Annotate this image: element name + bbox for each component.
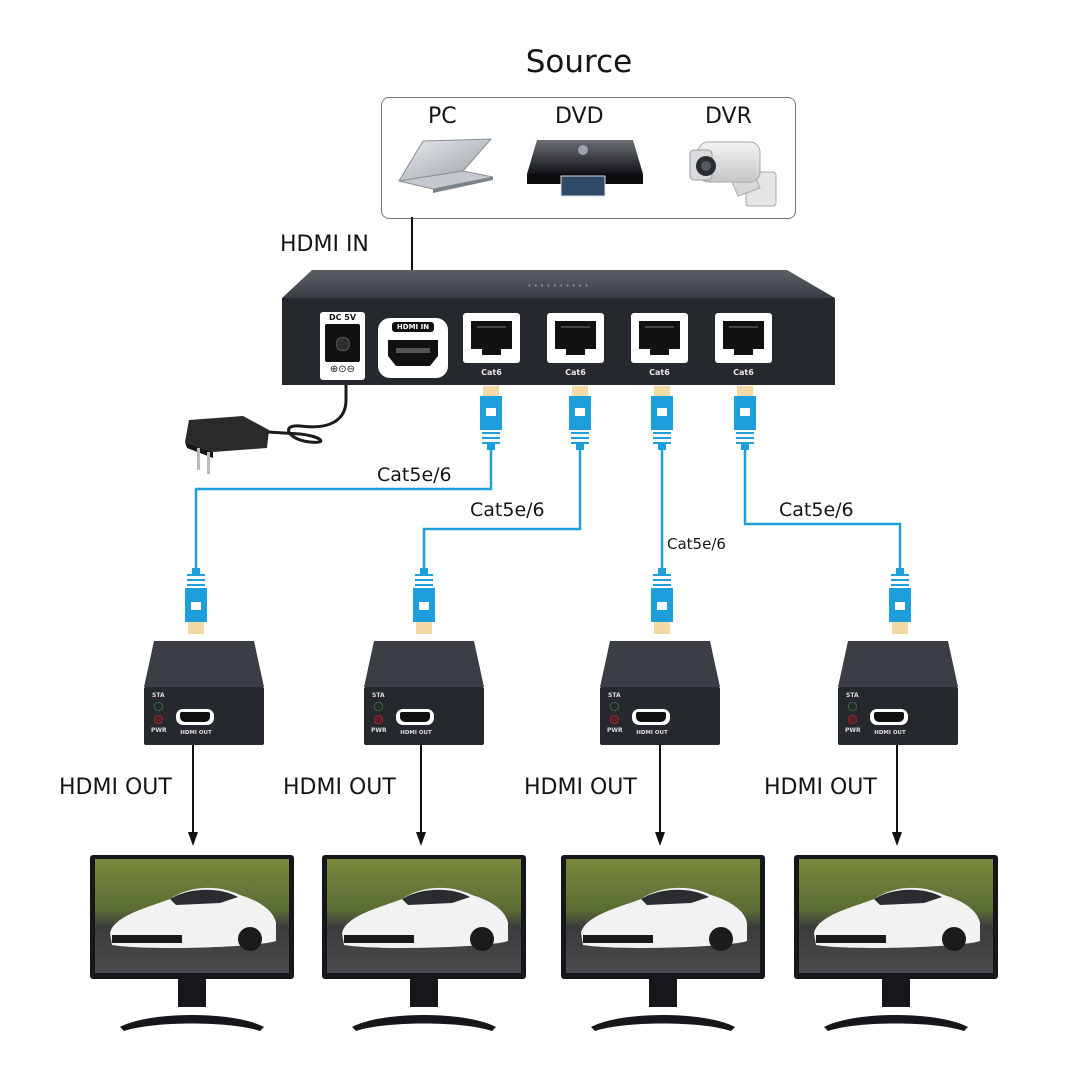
source-label-dvr: DVR [705, 104, 752, 129]
pwr-label: PWR [371, 727, 387, 734]
hdmi-out-port-label: HDMI OUT [180, 730, 212, 736]
receiver-2: STA PWR HDMI OUT [364, 641, 484, 745]
cable-label-3: Cat5e/6 [667, 535, 726, 553]
cat6-port-4[interactable] [715, 313, 772, 363]
polarity-symbol: ⊕⊙⊖ [329, 364, 356, 375]
monitor-1 [90, 855, 294, 1045]
monitor-3 [561, 855, 765, 1045]
cable-label-4: Cat5e/6 [779, 499, 854, 521]
pwr-label: PWR [151, 727, 167, 734]
hdmi-in-port[interactable]: HDMI IN [378, 318, 448, 378]
power-cord [267, 384, 348, 444]
rj45-port-icon [639, 321, 680, 355]
monitor-car-display-icon [322, 855, 526, 1031]
hdmi-port-icon [388, 340, 438, 366]
svg-text:• • • • • • • • • •: • • • • • • • • • • [527, 282, 588, 290]
sta-label: STA [152, 692, 165, 699]
sta-led-icon [848, 702, 857, 711]
rj45-port-icon [471, 321, 512, 355]
cable-label-1: Cat5e/6 [377, 464, 452, 486]
receiver-4: STA PWR HDMI OUT [838, 641, 958, 745]
rj45-port-icon [555, 321, 596, 355]
cat6-port-3-label: Cat6 [649, 368, 670, 377]
monitor-2 [322, 855, 526, 1045]
hdmi-out-arrowhead-1 [188, 832, 198, 846]
monitor-car-display-icon [90, 855, 294, 1031]
hdmi-out-label-2: HDMI OUT [283, 775, 396, 800]
sta-label: STA [608, 692, 621, 699]
hdmi-out-port[interactable] [870, 709, 908, 725]
source-label-dvd: DVD [555, 104, 604, 129]
rj45-plug-icon [185, 568, 207, 634]
security-camera-icon [689, 141, 777, 207]
pwr-led-icon [154, 715, 163, 724]
hdmi-out-port-label: HDMI OUT [874, 730, 906, 736]
hdmi-in-port-label: HDMI IN [392, 322, 434, 332]
dc-power-port[interactable]: DC 5V ⊕⊙⊖ [320, 312, 365, 380]
hdmi-out-label-3: HDMI OUT [524, 775, 637, 800]
diagram-title: Source [525, 44, 633, 80]
hdmi-out-port-label: HDMI OUT [400, 730, 432, 736]
rj45-plug-icon [734, 386, 756, 450]
source-label-pc: PC [428, 104, 457, 129]
hdmi-out-port[interactable] [396, 709, 434, 725]
hdmi-out-port[interactable] [632, 709, 670, 725]
pwr-label: PWR [607, 727, 623, 734]
pwr-label: PWR [845, 727, 861, 734]
hdmi-out-arrowhead-4 [892, 832, 902, 846]
cat6-port-2[interactable] [547, 313, 604, 363]
cat6-port-3[interactable] [631, 313, 688, 363]
receiver-1: STA PWR HDMI OUT [144, 641, 264, 745]
laptop-icon [398, 138, 494, 193]
pwr-led-icon [374, 715, 383, 724]
dc-jack [325, 324, 360, 362]
power-adapter-icon [185, 416, 269, 474]
cat6-port-2-label: Cat6 [565, 368, 586, 377]
monitor-car-display-icon [561, 855, 765, 1031]
monitor-4 [794, 855, 998, 1045]
hdmi-out-label-4: HDMI OUT [764, 775, 877, 800]
cat6-port-4-label: Cat6 [733, 368, 754, 377]
hdmi-out-arrowhead-3 [655, 832, 665, 846]
hdmi-out-label-1: HDMI OUT [59, 775, 172, 800]
sta-label: STA [846, 692, 859, 699]
rj45-plug-icon [651, 568, 673, 634]
rj45-port-icon [723, 321, 764, 355]
receiver-3: STA PWR HDMI OUT [600, 641, 720, 745]
rj45-plug-icon [480, 386, 502, 450]
rj45-plug-icon [569, 386, 591, 450]
dvd-player-icon [527, 140, 643, 197]
pwr-led-icon [610, 715, 619, 724]
pwr-led-icon [848, 715, 857, 724]
cat6-port-1-label: Cat6 [481, 368, 502, 377]
rj45-plug-icon [413, 568, 435, 634]
dc-label: DC 5V [328, 313, 357, 322]
hdmi-out-arrowhead-2 [416, 832, 426, 846]
cat6-port-1[interactable] [463, 313, 520, 363]
hdmi-splitter-extender: • • • • • • • • • • DC 5V ⊕⊙⊖ HDMI IN Ca… [282, 270, 835, 385]
hdmi-out-port[interactable] [176, 709, 214, 725]
hdmi-in-label: HDMI IN [280, 232, 369, 257]
sta-led-icon [154, 702, 163, 711]
rj45-plug-icon [651, 386, 673, 450]
sta-led-icon [610, 702, 619, 711]
monitor-car-display-icon [794, 855, 998, 1031]
cable-label-2: Cat5e/6 [470, 499, 545, 521]
rj45-plug-icon [889, 568, 911, 634]
sta-led-icon [374, 702, 383, 711]
hdmi-out-port-label: HDMI OUT [636, 730, 668, 736]
sta-label: STA [372, 692, 385, 699]
